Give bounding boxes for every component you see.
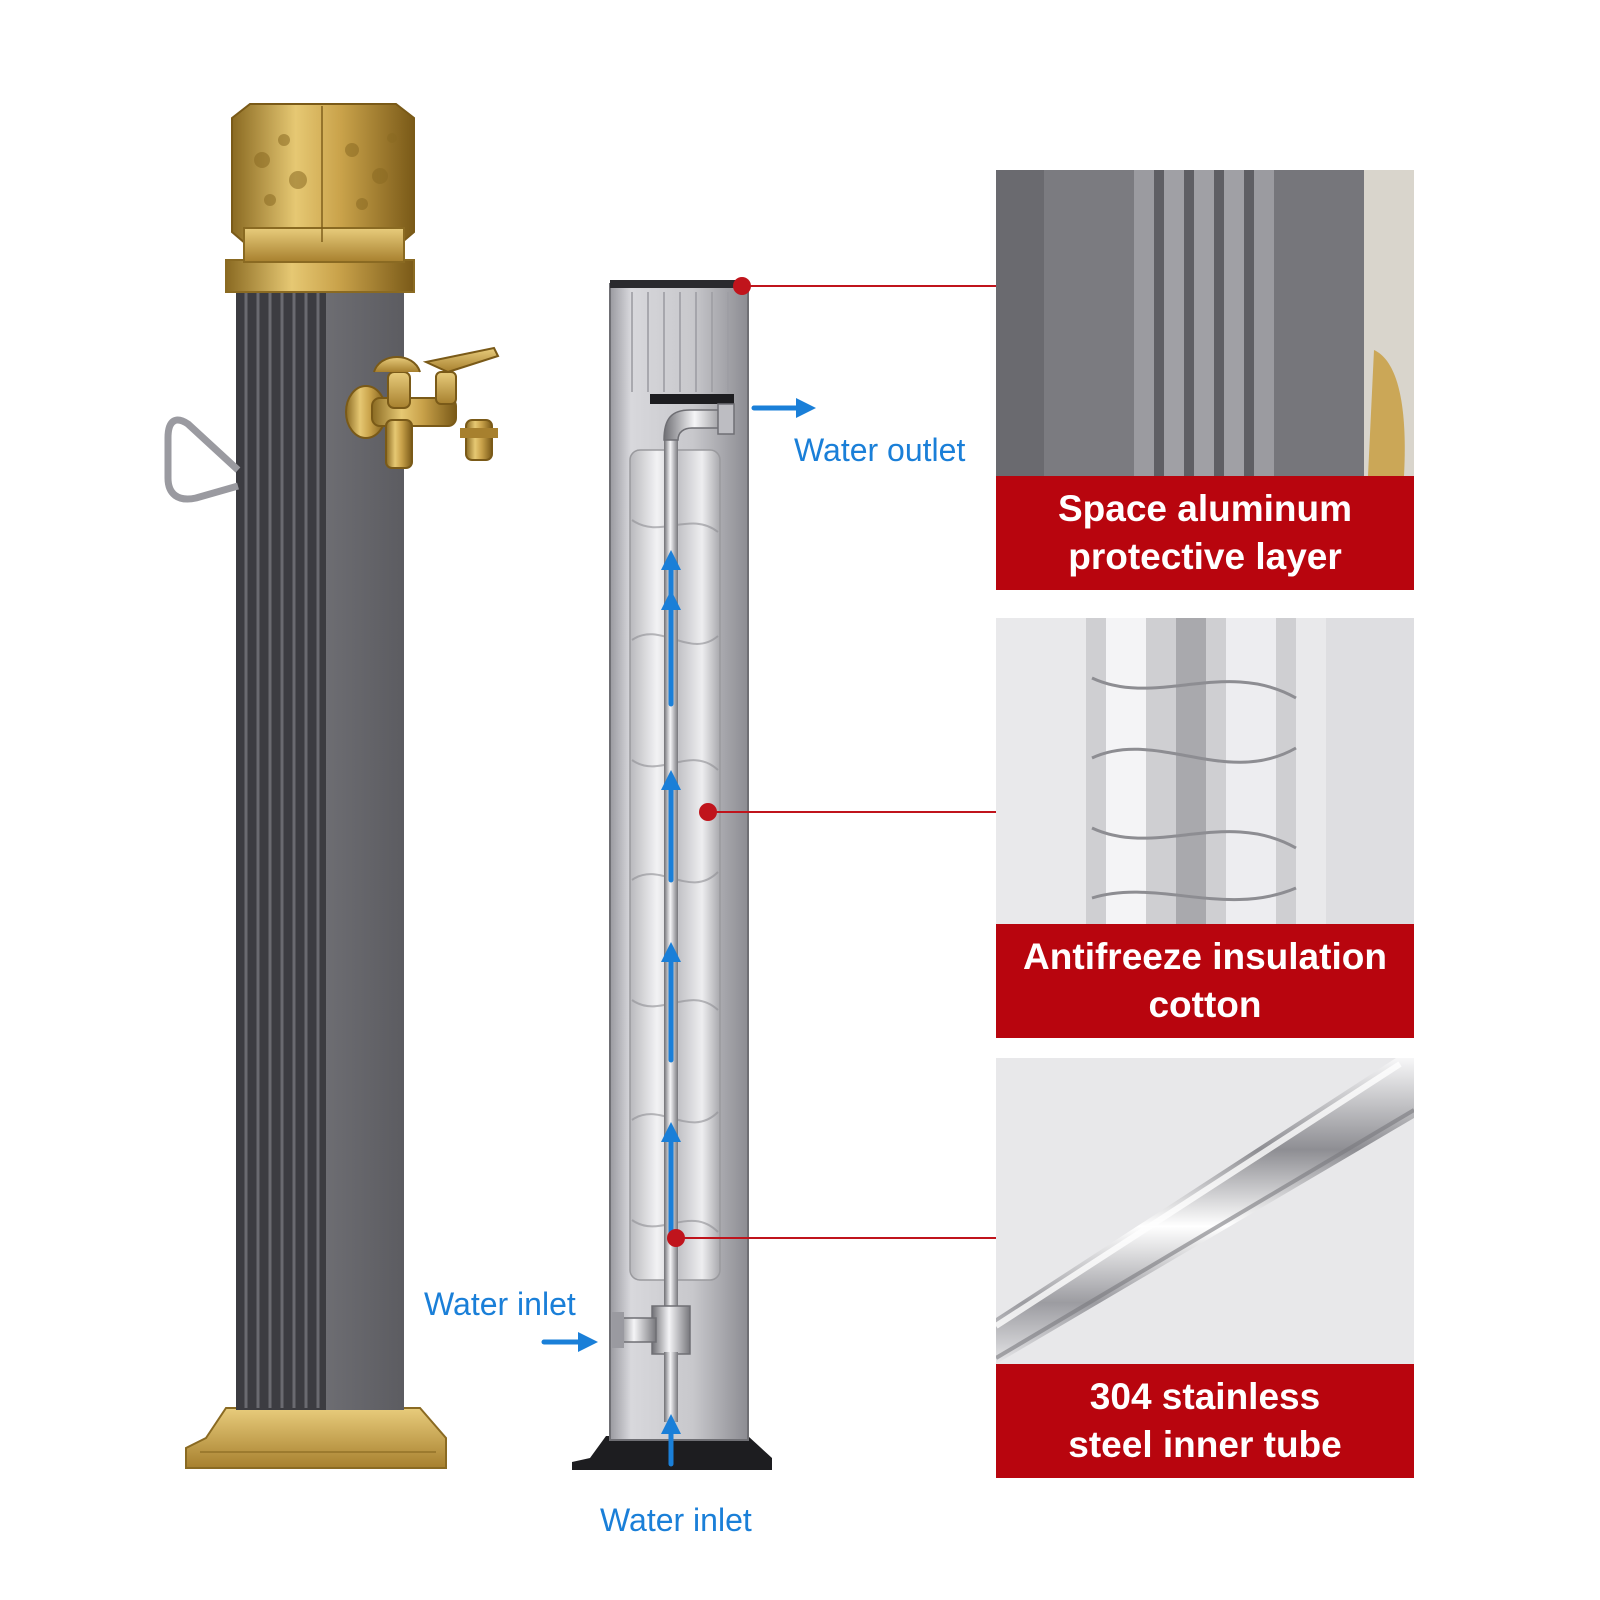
- water-inlet-side-label: Water inlet: [424, 1286, 576, 1322]
- caption-insulation: Antifreeze insulation cotton: [996, 924, 1414, 1038]
- leader-lines: [667, 277, 996, 1247]
- inlet-tee: [651, 1305, 691, 1355]
- post-cutaway: [541, 280, 816, 1470]
- flow-arrows: [541, 398, 816, 1467]
- water-outlet-label: Water outlet: [794, 432, 966, 468]
- leader-dot-insulation: [699, 803, 717, 821]
- caption-stainless-tube: 304 stainless steel inner tube: [996, 1364, 1414, 1478]
- post-base: [185, 1407, 447, 1469]
- stainless-tube-closeup-image: [996, 1058, 1414, 1364]
- post-collar: [225, 259, 415, 293]
- panel-aluminum-layer: Space aluminum protective layer: [996, 170, 1414, 590]
- water-inlet-bottom-label: Water inlet: [600, 1502, 752, 1538]
- insulation-closeup-image: [996, 618, 1414, 924]
- leader-dot-shell: [733, 277, 751, 295]
- panel-stainless-tube: 304 stainless steel inner tube: [996, 1058, 1414, 1478]
- brass-faucet: [345, 346, 500, 469]
- water-post-product: [164, 103, 500, 1469]
- caption-aluminum-layer: Space aluminum protective layer: [996, 476, 1414, 590]
- aluminum-closeup-image: [996, 170, 1414, 476]
- post-front-face: [326, 288, 404, 1410]
- panel-insulation: Antifreeze insulation cotton: [996, 618, 1414, 1038]
- leader-dot-pipe: [667, 1229, 685, 1247]
- hose-hook: [164, 416, 241, 503]
